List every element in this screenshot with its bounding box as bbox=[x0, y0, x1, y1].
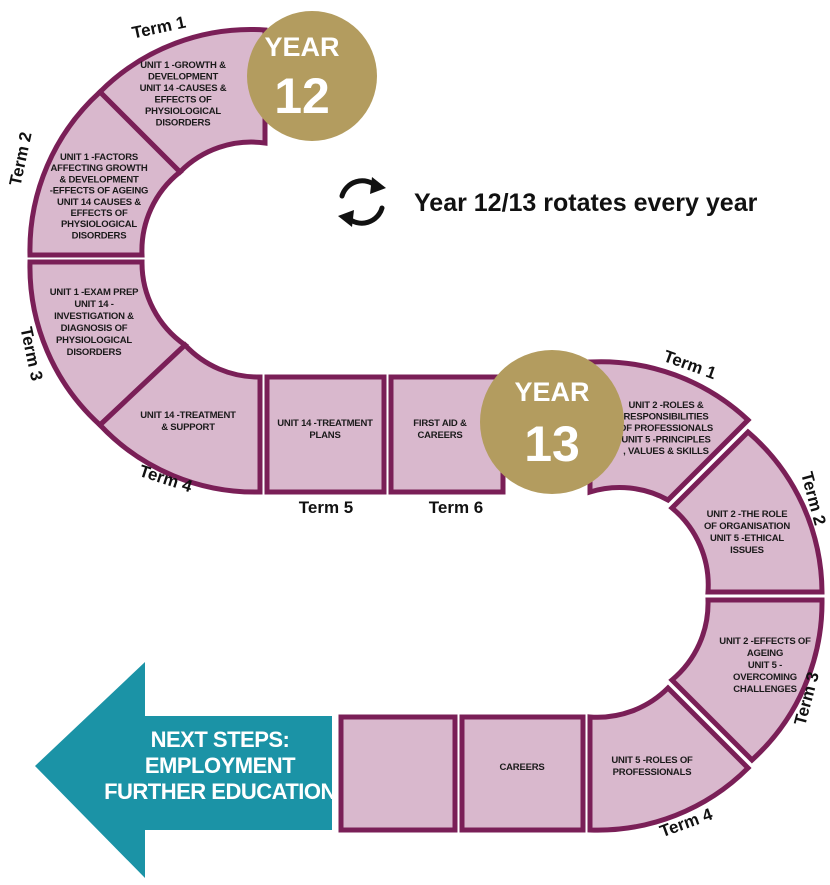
text-line: & SUPPORT bbox=[161, 422, 215, 433]
y12-term2-label: Term 2 bbox=[6, 130, 36, 187]
y12-term4-segment: UNIT 14 -TREATMENT& SUPPORT bbox=[96, 341, 263, 495]
text-line: , VALUES & SKILLS bbox=[623, 446, 709, 457]
year13-badge: YEAR 13 bbox=[480, 350, 624, 494]
text-line: DISORDERS bbox=[67, 347, 122, 358]
text-line: UNIT 14 -CAUSES & bbox=[140, 83, 227, 94]
text-line: ISSUES bbox=[730, 545, 764, 556]
text-line: FIRST AID & bbox=[413, 418, 467, 429]
refresh-cycle-icon bbox=[338, 177, 386, 227]
text-line: UNIT 1 -GROWTH & bbox=[140, 60, 226, 71]
text-line: FURTHER EDUCATION bbox=[104, 779, 336, 804]
text-line: UNIT 14 -TREATMENT bbox=[277, 418, 373, 429]
year12-badge: YEAR 12 bbox=[247, 11, 377, 141]
text-line: UNIT 2 -THE ROLE bbox=[707, 509, 788, 520]
text-line: RESPONSIBILITIES bbox=[624, 412, 709, 423]
text-line: NEXT STEPS: bbox=[151, 727, 290, 752]
text-line: UNIT 14 CAUSES & bbox=[57, 197, 141, 208]
text-line: UNIT 2 -ROLES & bbox=[628, 400, 703, 411]
y12-term1-label: Term 1 bbox=[130, 13, 187, 43]
text-line: UNIT 5 - bbox=[748, 660, 782, 671]
text-line: DISORDERS bbox=[156, 118, 211, 129]
y13-careers-box: CAREERS bbox=[459, 714, 586, 833]
rotation-note: Year 12/13 rotates every year bbox=[414, 189, 758, 217]
y13-empty-box bbox=[338, 714, 458, 833]
text-line: UNIT 1 -FACTORS bbox=[60, 152, 138, 163]
text-line: PHYSIOLOGICAL bbox=[56, 335, 132, 346]
text-line: PHYSIOLOGICAL bbox=[145, 106, 221, 117]
text-line: EMPLOYMENT bbox=[145, 753, 296, 778]
year13-badge-word: YEAR bbox=[514, 377, 589, 407]
text-line: EFFECTS OF bbox=[70, 208, 128, 219]
y12-term4-text: UNIT 14 -TREATMENT& SUPPORT bbox=[140, 410, 236, 433]
text-line: INVESTIGATION & bbox=[54, 311, 134, 322]
text-line: AGEING bbox=[747, 648, 783, 659]
year12-badge-number: 12 bbox=[274, 68, 330, 124]
text-line: OF PROFESSIONALS bbox=[619, 423, 713, 434]
text-line: PLANS bbox=[309, 430, 340, 441]
text-line: DEVELOPMENT bbox=[148, 72, 219, 83]
text-line: PHYSIOLOGICAL bbox=[61, 219, 137, 230]
text-line: CAREERS bbox=[417, 430, 462, 441]
y13-careers-text: CAREERS bbox=[499, 762, 544, 773]
text-line: -EFFECTS OF AGEING bbox=[50, 186, 148, 197]
text-line: OVERCOMING bbox=[733, 672, 797, 683]
text-line: AFFECTING GROWTH bbox=[50, 163, 147, 174]
y12-term5-label: Term 5 bbox=[299, 498, 354, 517]
text-line: & DEVELOPMENT bbox=[59, 174, 139, 185]
text-line: UNIT 14 - bbox=[74, 299, 113, 310]
text-line: EFFECTS OF bbox=[154, 95, 212, 106]
text-line: UNIT 5 -ETHICAL bbox=[710, 533, 784, 544]
text-line: UNIT 14 -TREATMENT bbox=[140, 410, 236, 421]
text-line: UNIT 2 -EFFECTS OF bbox=[719, 636, 811, 647]
text-line: UNIT 1 -EXAM PREP bbox=[50, 287, 139, 298]
text-line: UNIT 5 -PRINCIPLES bbox=[621, 435, 710, 446]
y12-term6-label: Term 6 bbox=[429, 498, 484, 517]
text-line: UNIT 5 -ROLES OF bbox=[611, 755, 693, 766]
text-line: CHALLENGES bbox=[733, 684, 796, 695]
text-line: OF ORGANISATION bbox=[704, 521, 790, 532]
year12-badge-word: YEAR bbox=[264, 32, 339, 62]
text-line: DIAGNOSIS OF bbox=[61, 323, 128, 334]
y12-term6-text: FIRST AID &CAREERS bbox=[413, 418, 467, 441]
year13-badge-number: 13 bbox=[524, 416, 580, 472]
text-line: PROFESSIONALS bbox=[613, 767, 692, 778]
text-line: CAREERS bbox=[499, 762, 544, 773]
text-line: DISORDERS bbox=[72, 230, 127, 241]
